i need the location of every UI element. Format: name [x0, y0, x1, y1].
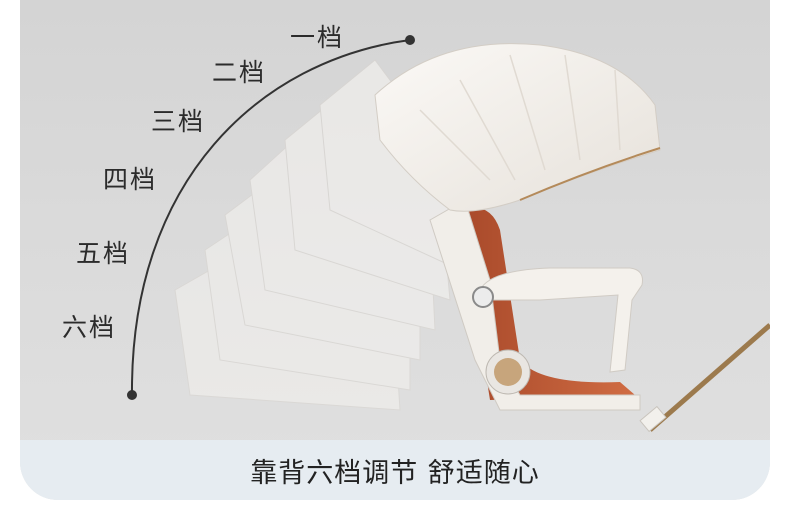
level-label-5: 五档 [76, 239, 131, 268]
stroller-illustration [127, 35, 770, 433]
handle-clip [639, 405, 667, 433]
caption-bar: 靠背六档调节 舒适随心 [20, 440, 770, 500]
seat-frame [429, 199, 641, 411]
canopy-ribs [419, 54, 621, 181]
recline-knob [472, 286, 494, 308]
push-handle [648, 323, 770, 432]
main-canopy [374, 43, 661, 212]
product-card: 一档 二档 三档 四档 五档 六档 靠背六档调节 舒适随心 [20, 0, 770, 500]
arc-start-dot [405, 35, 415, 45]
armrest [479, 267, 643, 373]
level-label-4: 四档 [103, 165, 158, 194]
arc-end-dot [127, 390, 137, 400]
canopy-trim [519, 147, 661, 201]
wheel-hub-inner [494, 358, 522, 386]
ghost-canopies [174, 59, 461, 411]
level-label-3: 三档 [151, 107, 206, 136]
caption-text: 靠背六档调节 舒适随心 [250, 457, 540, 489]
adjustment-arc [130, 39, 411, 396]
level-label-6: 六档 [62, 313, 117, 342]
level-label-2: 二档 [212, 58, 267, 87]
level-label-1: 一档 [290, 23, 345, 52]
